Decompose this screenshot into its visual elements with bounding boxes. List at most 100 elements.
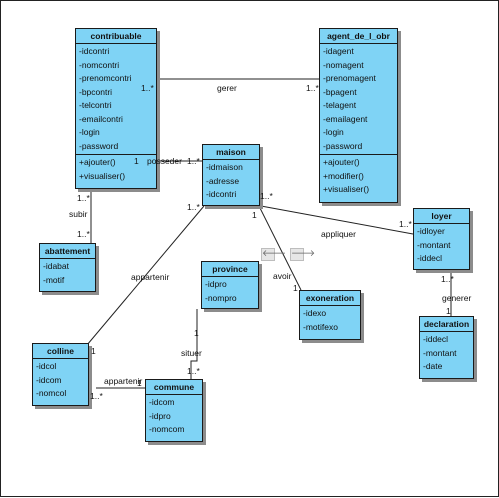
attribute: -bpcontri bbox=[79, 86, 113, 97]
association-appartenir-maison-colline: appartenir bbox=[131, 272, 170, 282]
multiplicity: 1..* bbox=[306, 83, 319, 93]
attribute: -emailcontri bbox=[79, 113, 123, 124]
class-title: loyer bbox=[414, 209, 469, 224]
class-attributes: -idloyer -montant -iddecl bbox=[414, 224, 469, 267]
association-appartenir-colline-commune: appartenir bbox=[104, 376, 143, 386]
attribute: -motif bbox=[43, 274, 65, 285]
attribute: -idcom bbox=[36, 374, 62, 385]
attribute: -nomcom bbox=[149, 424, 185, 434]
association-gerer: gerer bbox=[217, 83, 237, 93]
attribute: -date bbox=[423, 361, 443, 371]
class-exoneration[interactable]: exoneration -idexo -motifexo bbox=[299, 290, 361, 340]
multiplicity: 1 bbox=[293, 283, 298, 293]
attribute: -montant bbox=[417, 239, 451, 250]
multiplicity: 1..* bbox=[90, 391, 103, 401]
operation: +modifier() bbox=[323, 170, 364, 181]
forward-arrow-icon[interactable]: 🡒 bbox=[290, 248, 316, 261]
attribute: -telagent bbox=[323, 100, 357, 110]
class-attributes: -iddecl -montant -date bbox=[420, 332, 473, 375]
class-attributes: -idabat -motif bbox=[40, 259, 95, 288]
operation: +ajouter() bbox=[323, 157, 360, 167]
multiplicity: 1..* bbox=[187, 156, 200, 166]
class-title: abattement bbox=[40, 244, 95, 259]
attribute: -login bbox=[323, 127, 344, 137]
attribute: -nomcontri bbox=[79, 59, 120, 70]
attribute: -idcol bbox=[36, 361, 57, 371]
attribute: -nompro bbox=[205, 292, 237, 303]
attribute: -login bbox=[79, 127, 100, 137]
multiplicity: 1..* bbox=[260, 191, 273, 201]
class-attributes: -idcom -idpro -nomcom bbox=[146, 395, 202, 438]
association-appliquer: appliquer bbox=[321, 229, 356, 239]
multiplicity: 1..* bbox=[187, 366, 200, 376]
class-declaration[interactable]: declaration -iddecl -montant -date bbox=[419, 316, 474, 379]
multiplicity: 1 bbox=[137, 378, 142, 388]
attribute: -nomcol bbox=[36, 388, 67, 398]
multiplicity: 1..* bbox=[187, 202, 200, 212]
class-attributes: -idagent -nomagent -prenomagent -bpagent… bbox=[320, 44, 397, 154]
class-province[interactable]: province -idpro -nompro bbox=[201, 261, 259, 309]
association-generer: generer bbox=[442, 293, 472, 303]
attribute: -prenomcontri bbox=[79, 73, 132, 83]
attribute: -idcontri bbox=[206, 189, 237, 199]
class-title: exoneration bbox=[300, 291, 360, 306]
class-colline[interactable]: colline -idcol -idcom -nomcol bbox=[32, 343, 89, 406]
multiplicity: 1 bbox=[194, 328, 199, 338]
multiplicity: 1..* bbox=[441, 274, 454, 284]
line-avoir bbox=[258, 205, 302, 291]
class-loyer[interactable]: loyer -idloyer -montant -iddecl bbox=[413, 208, 470, 270]
attribute: -idcom bbox=[149, 397, 175, 407]
multiplicity: 1..* bbox=[399, 219, 412, 229]
multiplicity: 1 bbox=[91, 346, 96, 356]
operation: +ajouter() bbox=[79, 157, 116, 167]
class-attributes: -idexo -motifexo bbox=[300, 306, 360, 335]
attribute: -motifexo bbox=[303, 321, 338, 332]
attribute: -password bbox=[323, 140, 363, 151]
line-appartenir-maison-colline bbox=[86, 205, 205, 346]
class-commune[interactable]: commune -idcom -idpro -nomcom bbox=[145, 379, 203, 442]
class-contribuable[interactable]: contribuable -idcontri -nomcontri -preno… bbox=[75, 28, 157, 189]
attribute: -password bbox=[79, 140, 119, 151]
association-avoir: avoir bbox=[273, 271, 292, 281]
class-title: declaration bbox=[420, 317, 473, 332]
class-title: contribuable bbox=[76, 29, 156, 44]
class-title: colline bbox=[33, 344, 88, 359]
multiplicity: 1..* bbox=[77, 229, 90, 239]
attribute: -montant bbox=[423, 347, 457, 358]
class-abattement[interactable]: abattement -idabat -motif bbox=[39, 243, 96, 292]
class-attributes: -idcontri -nomcontri -prenomcontri -bpco… bbox=[76, 44, 156, 154]
multiplicity: 1..* bbox=[141, 83, 154, 93]
association-situer: situer bbox=[181, 348, 202, 358]
class-maison[interactable]: maison -idmaison -adresse -idcontri bbox=[202, 144, 260, 206]
class-attributes: -idpro -nompro bbox=[202, 277, 258, 306]
class-attributes: -idmaison -adresse -idcontri bbox=[203, 160, 259, 203]
back-arrow-icon[interactable]: 🡐 bbox=[261, 248, 287, 261]
operation: +visualiser() bbox=[323, 184, 370, 194]
attribute: -idabat bbox=[43, 261, 69, 271]
attribute: -adresse bbox=[206, 175, 240, 186]
association-subir: subir bbox=[69, 209, 88, 219]
attribute: -idagent bbox=[323, 46, 354, 56]
class-operations: +ajouter() +visualiser() bbox=[76, 154, 156, 184]
multiplicity: 1 bbox=[252, 210, 257, 220]
class-title: commune bbox=[146, 380, 202, 395]
attribute: -idpro bbox=[149, 410, 171, 421]
attribute: -telcontri bbox=[79, 100, 112, 110]
class-operations: +ajouter() +modifier() +visualiser() bbox=[320, 154, 397, 198]
multiplicity: 1..* bbox=[77, 193, 90, 203]
operation: +visualiser() bbox=[79, 170, 126, 181]
class-agent-de-l-obr[interactable]: agent_de_l_obr -idagent -nomagent -preno… bbox=[319, 28, 398, 203]
attribute: -prenomagent bbox=[323, 73, 376, 83]
class-title: agent_de_l_obr bbox=[320, 29, 397, 44]
line-appliquer bbox=[260, 205, 414, 235]
line-situer bbox=[190, 309, 198, 379]
class-title: province bbox=[202, 262, 258, 277]
attribute: -iddecl bbox=[417, 253, 443, 263]
attribute: -bpagent bbox=[323, 86, 357, 97]
attribute: -idexo bbox=[303, 308, 327, 318]
class-attributes: -idcol -idcom -nomcol bbox=[33, 359, 88, 402]
attribute: -idpro bbox=[205, 279, 227, 289]
multiplicity: 1 bbox=[446, 306, 451, 316]
